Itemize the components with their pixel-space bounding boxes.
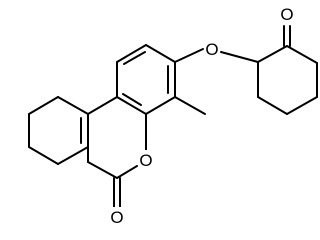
ether-linkage (174, 48, 259, 63)
ketone-oxygen-label: O (280, 5, 293, 24)
ether-oxygen-label: O (205, 40, 218, 59)
cyclohexene-ring (28, 96, 89, 165)
lactone-carbonyl-oxygen-label: O (110, 208, 123, 227)
lactone-ring (87, 96, 147, 209)
ketone-double-bond (283, 25, 291, 47)
cyclohexanone-ring (257, 45, 318, 115)
benzene-ring (116, 44, 176, 115)
ring-oxygen-label: O (139, 151, 152, 170)
methyl-group (174, 96, 206, 115)
